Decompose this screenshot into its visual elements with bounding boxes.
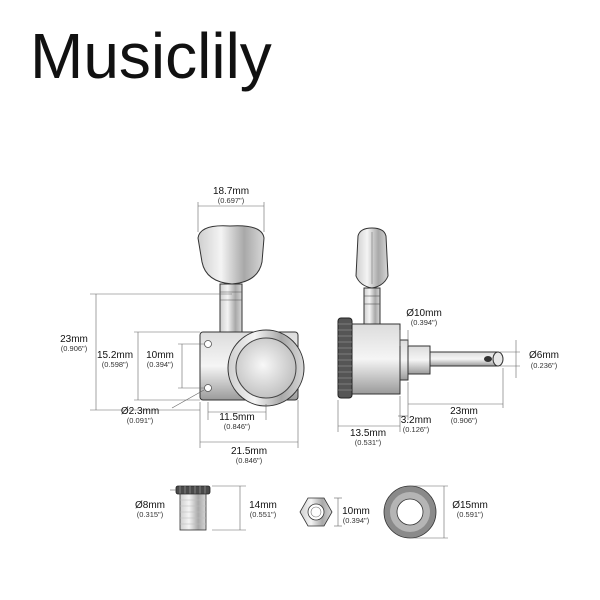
dim-nut: 10mm (342, 506, 370, 517)
washer-part (383, 485, 437, 539)
dim-washer: Ø15mm (452, 500, 488, 511)
screw-hole-top (204, 340, 212, 348)
dim-gear-offset-in: (0.846") (224, 422, 251, 431)
dim-housing-height: 15.2mm (97, 350, 133, 361)
dim-bushing-dia: Ø8mm (135, 500, 165, 511)
dimension-labels: 18.7mm (0.697") 23mm (0.906") 15.2mm (0.… (60, 186, 559, 525)
tuner-shaft (219, 283, 243, 333)
dim-post-diameter-in: (0.236") (531, 361, 558, 370)
dim-total-height: 23mm (60, 334, 88, 345)
dim-top-width: 18.7mm (213, 186, 249, 197)
dim-hole-spacing: 10mm (146, 350, 174, 361)
side-housing (349, 323, 401, 395)
accessories (170, 485, 448, 539)
brand-logo-text: Musiclily (30, 20, 272, 92)
dim-flange-in: (0.126") (403, 425, 430, 434)
dim-nut-in: (0.394") (343, 516, 370, 525)
dim-washer-in: (0.591") (457, 510, 484, 519)
dim-bushing-len-in: (0.551") (250, 510, 277, 519)
dim-screw-hole-in: (0.091") (127, 416, 154, 425)
dim-housing-width: 21.5mm (231, 446, 267, 457)
dim-side-post-top: Ø10mm (406, 308, 442, 319)
dim-screw-hole: Ø2.3mm (121, 406, 159, 417)
dim-gear-offset: 11.5mm (219, 412, 254, 423)
dim-post-length-in: (0.906") (451, 416, 478, 425)
screw-hole-bottom (204, 384, 212, 392)
bushing-part (175, 485, 211, 531)
front-view (90, 202, 305, 448)
dim-side-depth: 13.5mm (350, 428, 386, 439)
dim-flange: 3.2mm (401, 415, 432, 426)
dim-hole-spacing-in: (0.394") (147, 360, 174, 369)
dim-housing-width-in: (0.846") (236, 456, 263, 465)
dim-top-width-in: (0.697") (218, 196, 245, 205)
dim-side-post-top-in: (0.394") (411, 318, 438, 327)
dim-post-diameter: Ø6mm (529, 350, 559, 361)
dim-bushing-len: 14mm (249, 500, 277, 511)
side-view (337, 227, 520, 432)
dim-bushing-dia-in: (0.315") (137, 510, 164, 519)
hex-nut-part (299, 497, 333, 527)
dim-total-height-in: (0.906") (61, 344, 88, 353)
dim-post-length: 23mm (450, 406, 478, 417)
tuner-button (197, 225, 265, 285)
dim-side-depth-in: (0.531") (355, 438, 382, 447)
dim-housing-height-in: (0.598") (102, 360, 129, 369)
post-hole (484, 356, 492, 362)
